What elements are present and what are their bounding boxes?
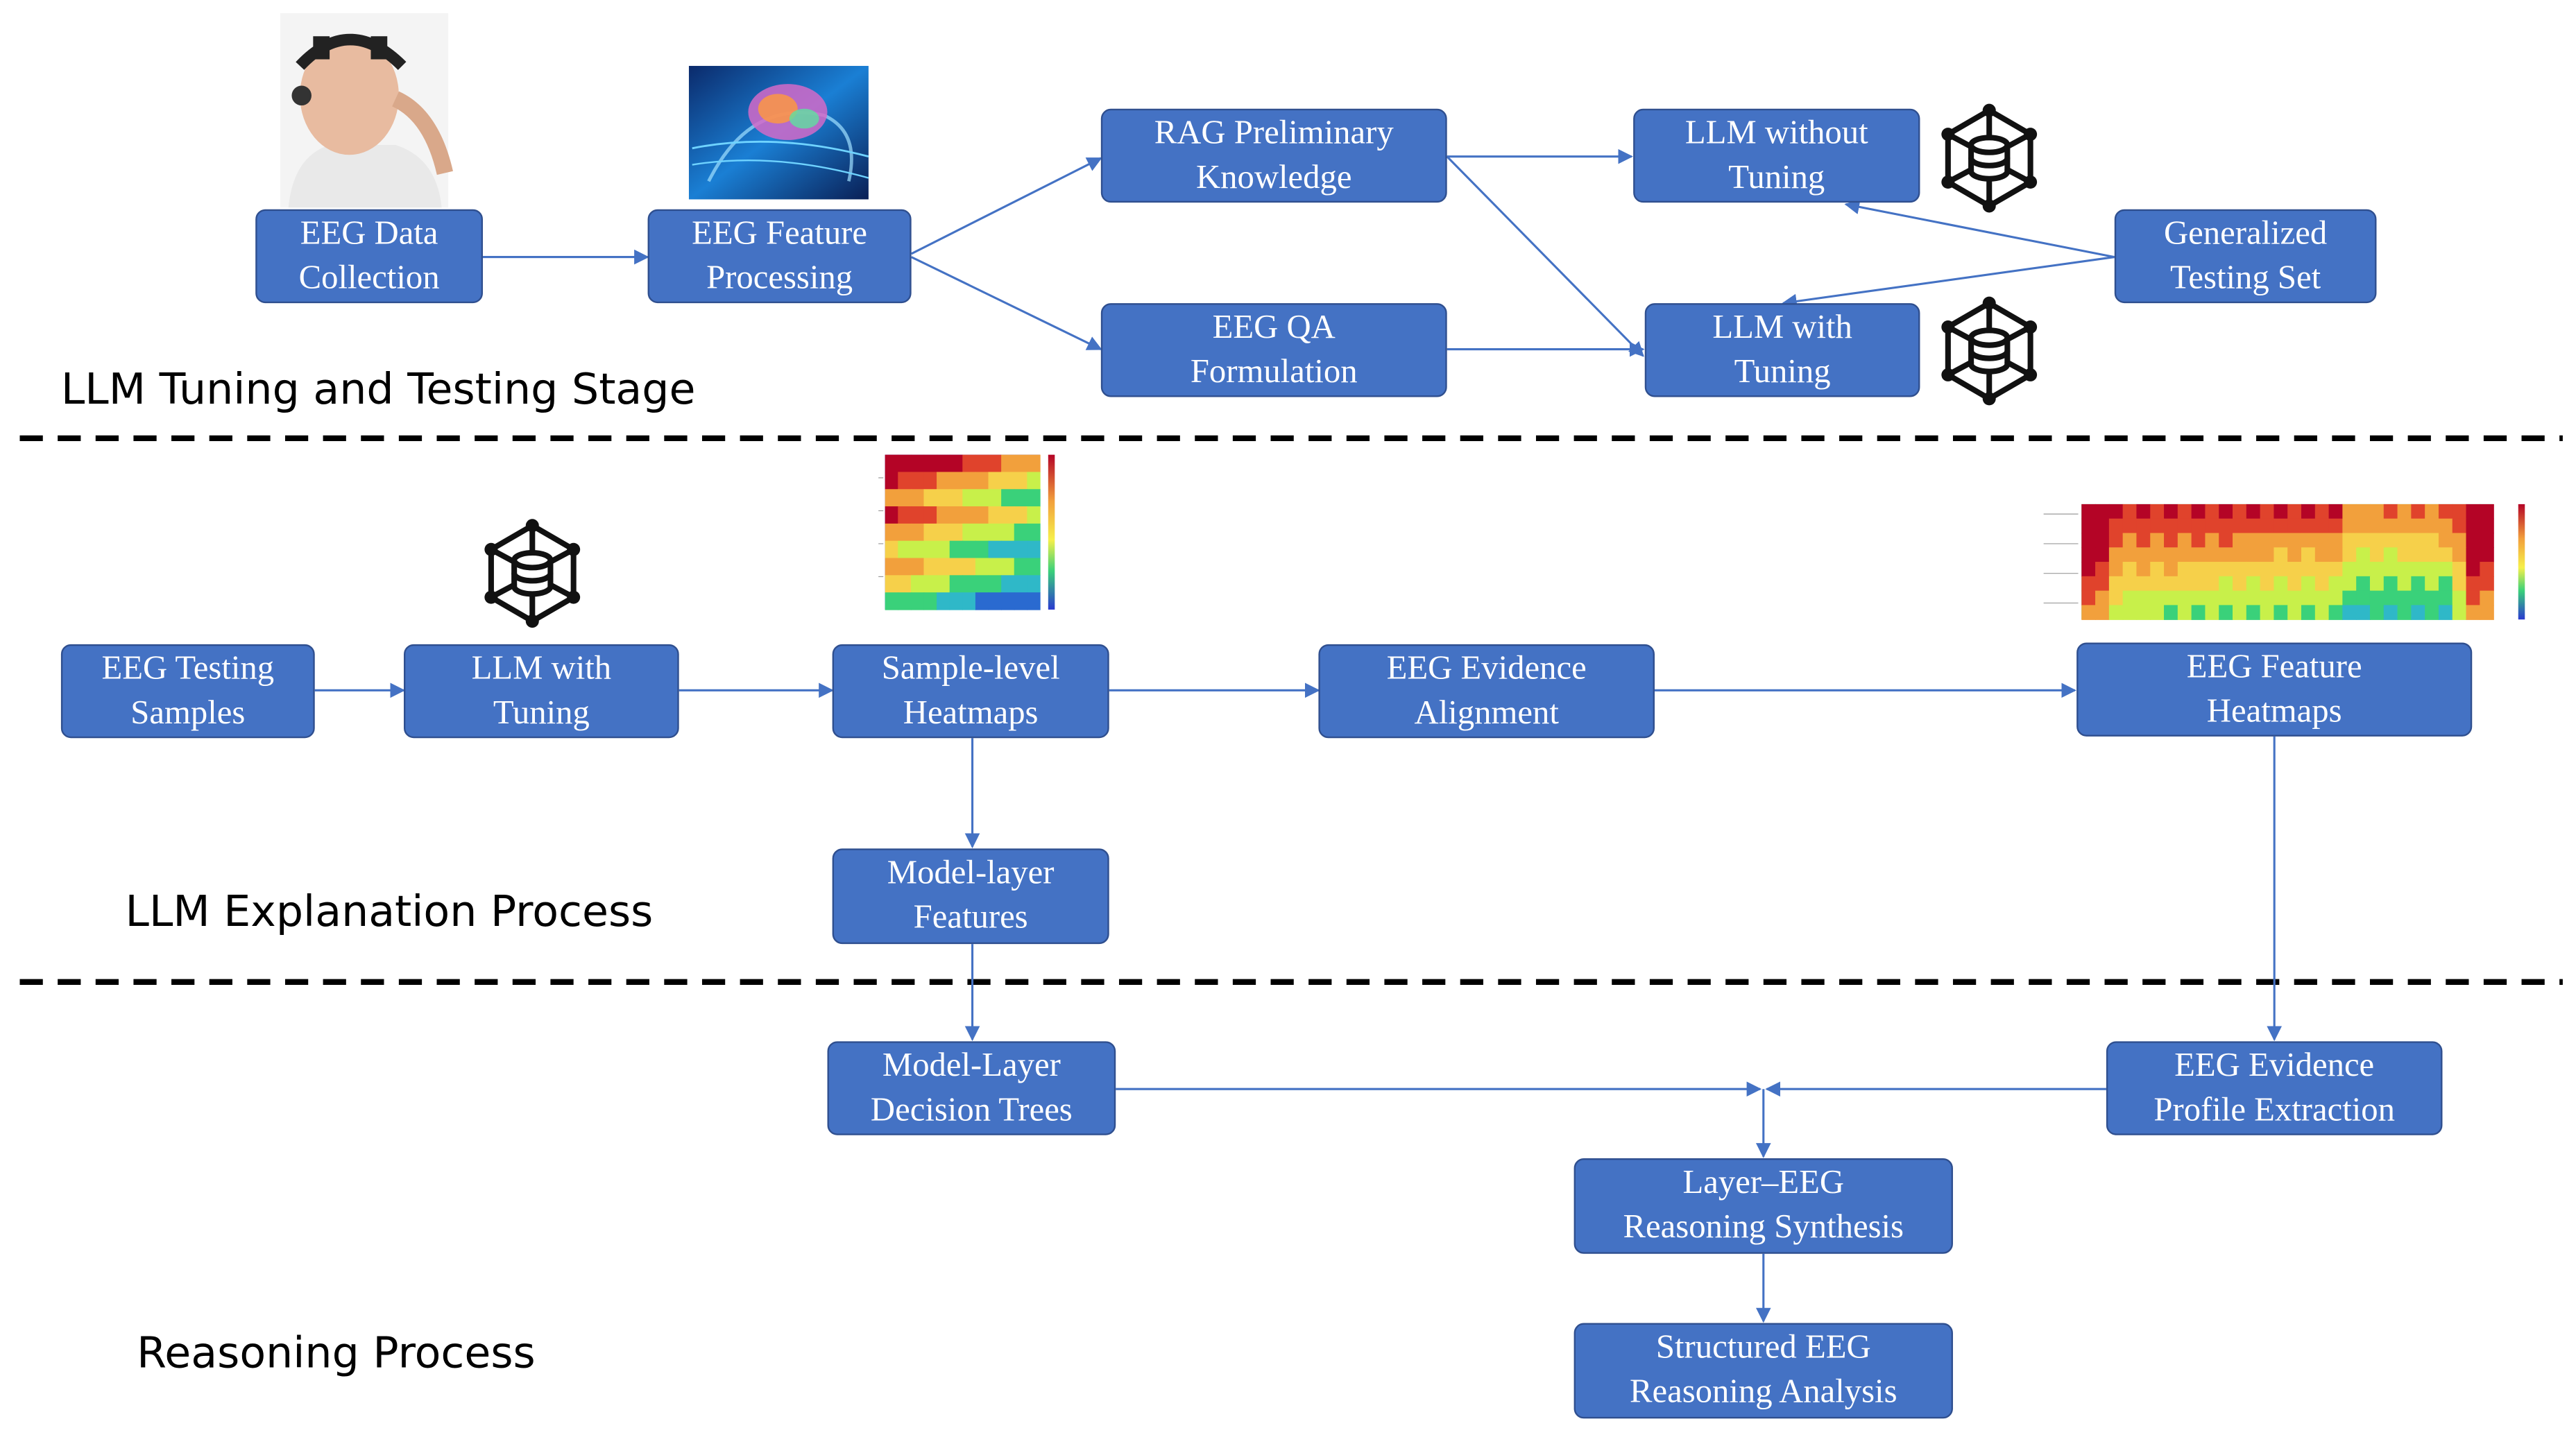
node-label: LLM without <box>1684 114 1868 151</box>
network-database-icon <box>1941 297 2037 406</box>
node-label: EEG Evidence <box>2174 1047 2375 1083</box>
node-eeg-testing-samples: EEG Testing Samples <box>60 644 315 739</box>
eeg-headset-photo <box>280 13 453 208</box>
node-label: LLM with <box>471 650 612 687</box>
edge-processing-qa <box>910 256 1102 350</box>
node-label: Collection <box>298 259 440 296</box>
node-label: Reasoning Analysis <box>1629 1374 1897 1411</box>
node-label: Formulation <box>1190 353 1358 390</box>
network-database-icon <box>484 519 580 628</box>
node-llm-without-tuning: LLM without Tuning <box>1633 108 1920 203</box>
node-label: Processing <box>706 259 853 296</box>
connectors <box>314 148 2282 1323</box>
node-label: Samples <box>130 694 246 731</box>
node-label: EEG Evidence <box>1386 650 1587 687</box>
node-label: EEG Feature <box>692 215 868 252</box>
node-eeg-evidence-alignment: EEG Evidence Alignment <box>1318 644 1655 739</box>
node-eeg-evidence-profile-extraction: EEG Evidence Profile Extraction <box>2106 1041 2443 1135</box>
heatmap-thumbnail <box>2043 504 2525 620</box>
node-label: Tuning <box>493 694 590 731</box>
node-model-layer-features: Model-layer Features <box>832 848 1109 945</box>
edge-rag-with <box>1446 155 1644 357</box>
node-label: Reasoning Synthesis <box>1623 1209 1904 1246</box>
node-eeg-feature-processing: EEG Feature Processing <box>647 209 912 304</box>
node-label: RAG Preliminary <box>1154 114 1394 151</box>
network-database-icon <box>1941 103 2038 213</box>
node-label: EEG Feature <box>2186 648 2362 685</box>
stage-label-reasoning: Reasoning Process <box>137 1330 536 1380</box>
edge-testing-with <box>1782 256 2115 309</box>
node-layer-eeg-reasoning-synthesis: Layer–EEG Reasoning Synthesis <box>1573 1158 1953 1254</box>
node-generalized-testing-set: Generalized Testing Set <box>2114 209 2377 304</box>
node-label: Generalized <box>2163 215 2328 252</box>
node-label: Profile Extraction <box>2153 1091 2395 1128</box>
node-llm-with-tuning: LLM with Tuning <box>1644 303 1920 397</box>
edge-processing-rag <box>910 157 1102 255</box>
node-label: Model-Layer <box>882 1047 1061 1083</box>
brain-scan-image <box>688 66 869 200</box>
node-label: LLM with <box>1712 309 1852 345</box>
node-eeg-data-collection: EEG Data Collection <box>255 209 484 304</box>
node-eeg-feature-heatmaps: EEG Feature Heatmaps <box>2076 642 2473 737</box>
heatmap-thumbnail <box>878 454 1055 610</box>
node-label: Structured EEG <box>1655 1330 1871 1366</box>
node-label: Heatmaps <box>2206 692 2342 730</box>
node-label: Sample-level <box>881 650 1060 687</box>
node-rag-preliminary-knowledge: RAG Preliminary Knowledge <box>1100 108 1447 203</box>
node-label: Alignment <box>1414 694 1559 731</box>
node-label: Testing Set <box>2170 259 2321 296</box>
node-label: Model-layer <box>887 854 1055 892</box>
node-structured-eeg-reasoning-analysis: Structured EEG Reasoning Analysis <box>1573 1323 1953 1419</box>
edge-testing-without <box>1844 199 2115 259</box>
node-llm-with-tuning: LLM with Tuning <box>403 644 679 739</box>
node-label: Layer–EEG <box>1682 1165 1845 1201</box>
node-label: Heatmaps <box>903 694 1039 731</box>
node-label: EEG Testing <box>101 650 275 687</box>
node-eeg-qa-formulation: EEG QA Formulation <box>1100 303 1447 397</box>
node-label: Tuning <box>1734 353 1831 390</box>
node-label: EEG QA <box>1212 309 1336 345</box>
stage-label-explanation: LLM Explanation Process <box>125 888 654 938</box>
node-label: Tuning <box>1728 159 1825 196</box>
node-label: Decision Trees <box>870 1091 1073 1128</box>
node-sample-level-heatmaps: Sample-level Heatmaps <box>832 644 1109 739</box>
node-label: Features <box>913 900 1028 936</box>
node-label: Knowledge <box>1195 159 1352 196</box>
stage-label-tuning: LLM Tuning and Testing Stage <box>60 366 696 415</box>
node-model-layer-decision-trees: Model-Layer Decision Trees <box>827 1041 1116 1135</box>
node-label: EEG Data <box>300 215 438 252</box>
